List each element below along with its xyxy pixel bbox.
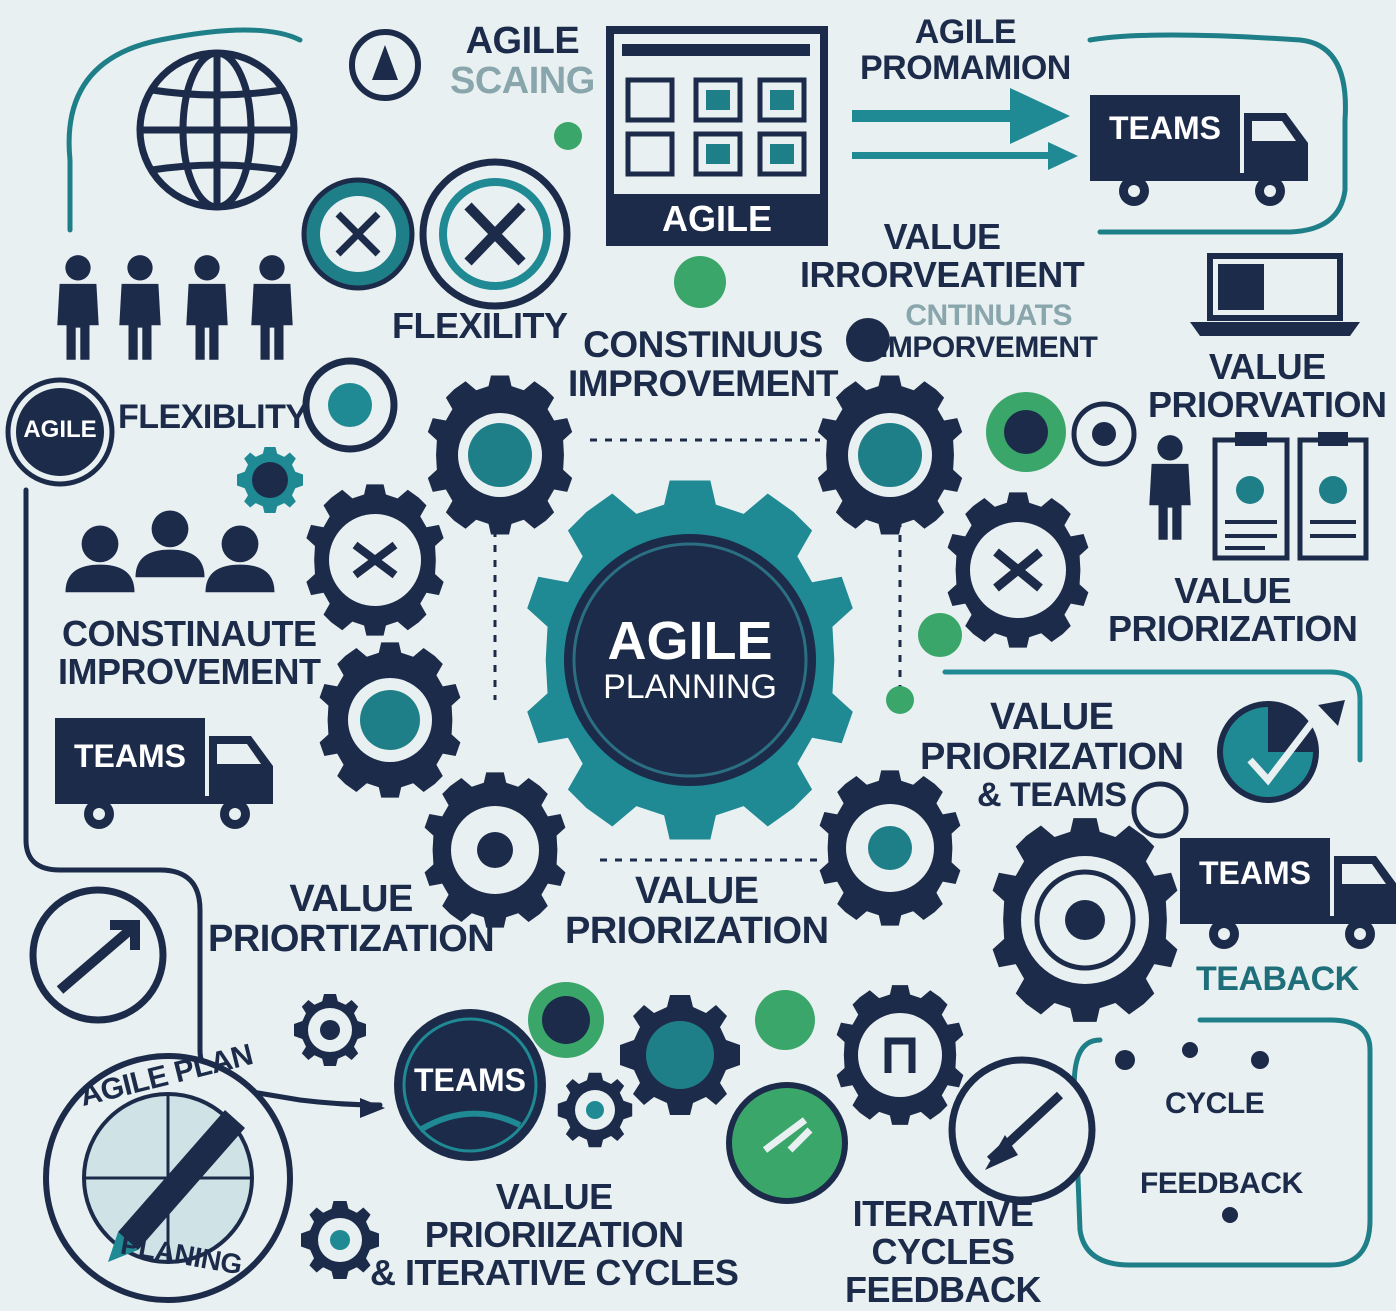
gear-icon	[620, 995, 740, 1115]
gear-icon	[817, 375, 963, 535]
teams-badge-bottom: TEAMS	[414, 1062, 526, 1098]
decorative-circles	[302, 122, 1189, 1058]
label-value-irrorveatient: VALUE IRRORVEATIENT	[800, 216, 1085, 295]
label-agile-scaling: AGILE SCAING	[450, 20, 595, 102]
gear-icon	[836, 985, 964, 1125]
center-title: AGILE	[607, 611, 773, 671]
teams-badge-left: TEAMS	[74, 738, 186, 774]
label-value-priorization-center: VALUE PRIORIZATION	[565, 870, 829, 952]
flow-line-top-left	[66, 27, 303, 233]
agile-badge-left: AGILE	[23, 416, 97, 443]
arrow-circle-icon	[29, 886, 167, 1024]
label-value-priorization-right: VALUE PRIORIZATION	[1108, 570, 1358, 649]
label-value-priortization-left: VALUE PRIORTIZATION	[208, 878, 495, 960]
check-circle-icon	[726, 1082, 848, 1204]
label-continuous-improvement-right: CNTINUATS IMPORVEMENT	[880, 299, 1098, 364]
arrow-circle-icon	[948, 1056, 1096, 1204]
label-value-priorization-bottom: VALUE PRIORIIZATION & ITERATIVE CYCLES	[370, 1176, 739, 1293]
tools-icon	[419, 158, 571, 310]
label-flexiblity: FLEXIBLITY	[118, 398, 308, 436]
pencil-icon	[108, 1110, 245, 1262]
central-gear	[527, 480, 853, 840]
label-value-priorization-teams: VALUE PRIORIZATION & TEAMS	[920, 696, 1184, 814]
gear-icon	[947, 492, 1089, 648]
gear-icon	[237, 447, 303, 513]
compass-icon	[301, 177, 415, 291]
gear-icon	[294, 994, 366, 1066]
agile-board-icon	[606, 26, 828, 246]
people-icon	[57, 255, 293, 360]
gear-icon	[819, 770, 961, 926]
cycle-dots-icon	[1115, 1042, 1269, 1223]
gear-icon	[557, 1072, 633, 1148]
arrow-icon	[360, 1098, 385, 1118]
gear-icon	[424, 772, 566, 928]
gear-icon	[319, 642, 461, 798]
flow-line-left	[23, 487, 383, 1108]
gear-icon	[301, 1201, 379, 1279]
arrow-icon	[852, 88, 1078, 170]
label-cycle: CYCLE	[1165, 1087, 1265, 1120]
label-iterative-cycles-feedback: ITERATIVE CYCLES FEEDBACK	[845, 1193, 1042, 1310]
globe-icon	[136, 49, 298, 211]
laptop-icon	[1190, 253, 1360, 336]
label-value-priorvation: VALUE PRIORVATION	[1148, 346, 1387, 425]
gear-icon	[427, 375, 573, 535]
label-agile-promamion: AGILE PROMAMION	[860, 13, 1071, 87]
team-members-icon	[65, 510, 275, 593]
teams-badge-top: TEAMS	[1109, 110, 1221, 146]
flow-line-right	[942, 669, 1363, 763]
target-icon	[349, 29, 421, 101]
label-feedback-right: FEEDBACK	[1140, 1167, 1303, 1200]
label-flexility: FLEXILITY	[392, 305, 568, 346]
label-teaback: TEABACK	[1196, 960, 1359, 998]
gear-icon	[306, 484, 444, 636]
presenter-icon	[1149, 435, 1191, 540]
flow-line-top-right	[1087, 32, 1348, 235]
board-label: AGILE	[661, 198, 772, 239]
label-constinaute-improvement: CONSTINAUTE IMPROVEMENT	[58, 613, 321, 692]
label-constinuus-improvement: CONSTINUUS IMPROVEMENT	[568, 324, 838, 404]
gear-icon	[992, 818, 1178, 1022]
center-subtitle: PLANNING	[603, 668, 777, 706]
teams-emblem	[394, 1009, 546, 1161]
pie-chart-icon	[1217, 700, 1345, 803]
clipboard-icon	[1212, 432, 1369, 561]
teams-badge-right: TEAMS	[1199, 855, 1311, 891]
agile-circle-badge	[5, 377, 115, 487]
flow-line-bottom-right	[1071, 1017, 1373, 1268]
